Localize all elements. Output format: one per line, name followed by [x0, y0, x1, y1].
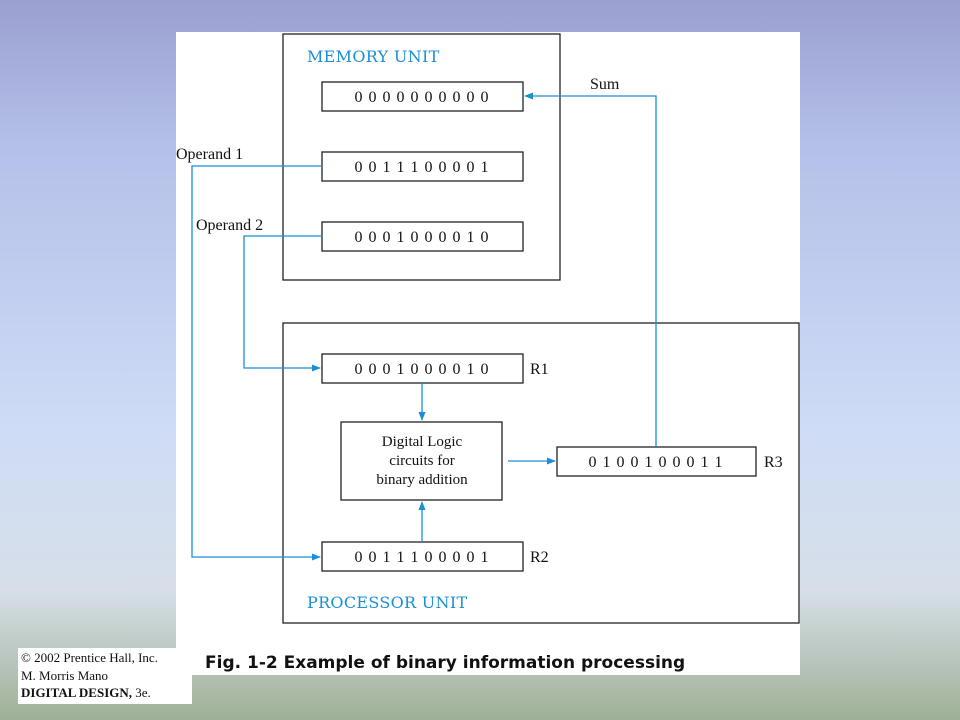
credit-edition: 3e. [132, 685, 151, 700]
register-r3-label: R3 [764, 454, 783, 471]
operand1-to-r2-wire [191, 165, 322, 561]
memory-word-sum [321, 81, 524, 112]
operand1-label: Operand 1 [176, 146, 243, 163]
figure-caption: Fig. 1-2 Example of binary information p… [205, 653, 685, 673]
register-r1-label: R1 [530, 361, 549, 378]
register-r1 [321, 353, 524, 384]
register-r3-value: 0 1 0 0 1 0 0 0 1 1 [589, 454, 724, 471]
logic-line-3: binary addition [376, 472, 468, 488]
operand2-label: Operand 2 [196, 217, 263, 234]
figure-panel: MEMORY UNIT 0 0 0 0 0 0 0 0 0 0 0 0 1 1 … [176, 32, 800, 675]
logic-line-1: Digital Logic [382, 434, 463, 450]
memory-word-operand2-value: 0 0 0 1 0 0 0 0 1 0 [355, 229, 490, 246]
memory-word-operand1 [321, 151, 524, 182]
logic-circuit-box [340, 421, 503, 501]
sum-label: Sum [590, 76, 620, 93]
logic-line-2: circuits for [389, 453, 454, 469]
processor-unit-title: PROCESSOR UNIT [307, 593, 467, 612]
register-r2-value: 0 0 1 1 1 0 0 0 0 1 [355, 549, 490, 566]
binary-processing-diagram: MEMORY UNIT 0 0 0 0 0 0 0 0 0 0 0 0 1 1 … [176, 33, 800, 673]
register-r2-label: R2 [530, 549, 549, 566]
memory-word-operand1-value: 0 0 1 1 1 0 0 0 0 1 [355, 159, 490, 176]
register-r2 [321, 541, 524, 572]
register-r3 [556, 446, 757, 477]
credit-book-title: DIGITAL DESIGN, [21, 685, 133, 700]
memory-unit-title: MEMORY UNIT [307, 47, 440, 66]
r3-to-memory-sum-wire [524, 92, 657, 447]
credit-copyright-line: © 2002 Prentice Hall, Inc. [21, 650, 158, 665]
copyright-credit: © 2002 Prentice Hall, Inc. M. Morris Man… [18, 648, 192, 704]
register-r1-value: 0 0 0 1 0 0 0 0 1 0 [355, 361, 490, 378]
memory-word-operand2 [321, 221, 524, 252]
operand2-to-r1-wire [243, 235, 322, 372]
memory-word-sum-value: 0 0 0 0 0 0 0 0 0 0 [355, 89, 490, 106]
credit-book-line: DIGITAL DESIGN, 3e. [21, 684, 189, 702]
credit-author-line: M. Morris Mano [21, 667, 109, 683]
